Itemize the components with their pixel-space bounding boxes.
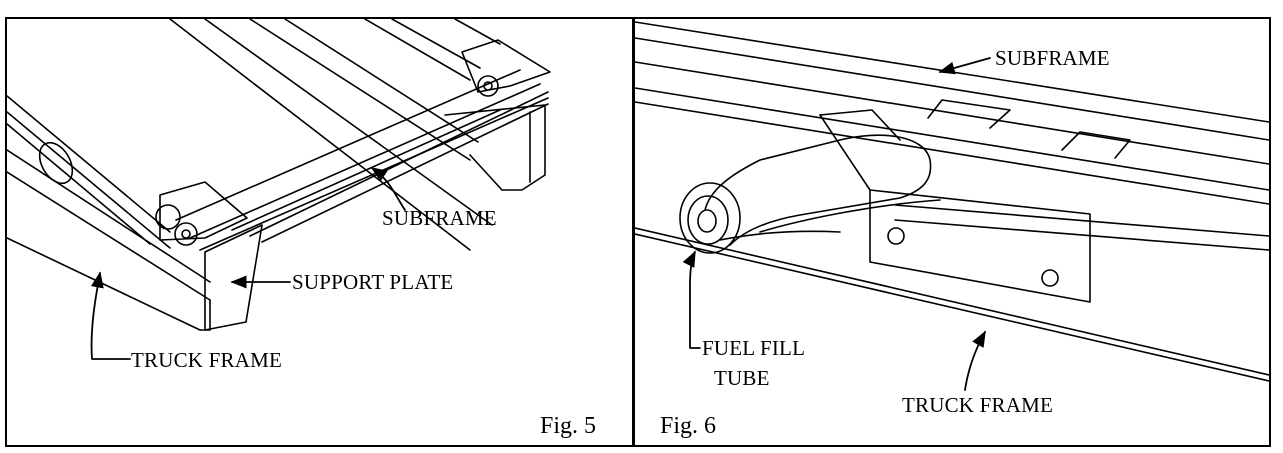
fig6-subframe-label: SUBFRAME (995, 46, 1110, 70)
fig5-leaders (90, 167, 406, 360)
fig5-caption: Fig. 5 (540, 413, 597, 439)
fig6-fuel-fill-label-line2: TUBE (714, 366, 770, 390)
fig5-subframe-arrow (370, 167, 406, 211)
panel-divider (632, 17, 635, 447)
fig5-truck-frame-label: TRUCK FRAME (131, 348, 282, 372)
fig5-drawing (7, 19, 551, 331)
fig6-drawing (635, 21, 1269, 382)
fig5-truck-frame-arrow (90, 271, 131, 360)
fig6-subframe-arrow (938, 57, 991, 75)
fig5-subframe-label: SUBFRAME (382, 206, 497, 230)
fig6-leaders (682, 57, 991, 391)
fig6-fuel-fill-label-line1: FUEL FILL (702, 336, 806, 360)
fig6-caption: Fig. 6 (660, 413, 717, 439)
fig6-truck-frame-arrow (964, 330, 986, 391)
figure-border (5, 17, 1271, 447)
fig6-fuel-fill-arrow (682, 250, 701, 349)
fig5-support-plate-label: SUPPORT PLATE (292, 270, 454, 294)
fig6-truck-frame-label: TRUCK FRAME (902, 393, 1053, 417)
